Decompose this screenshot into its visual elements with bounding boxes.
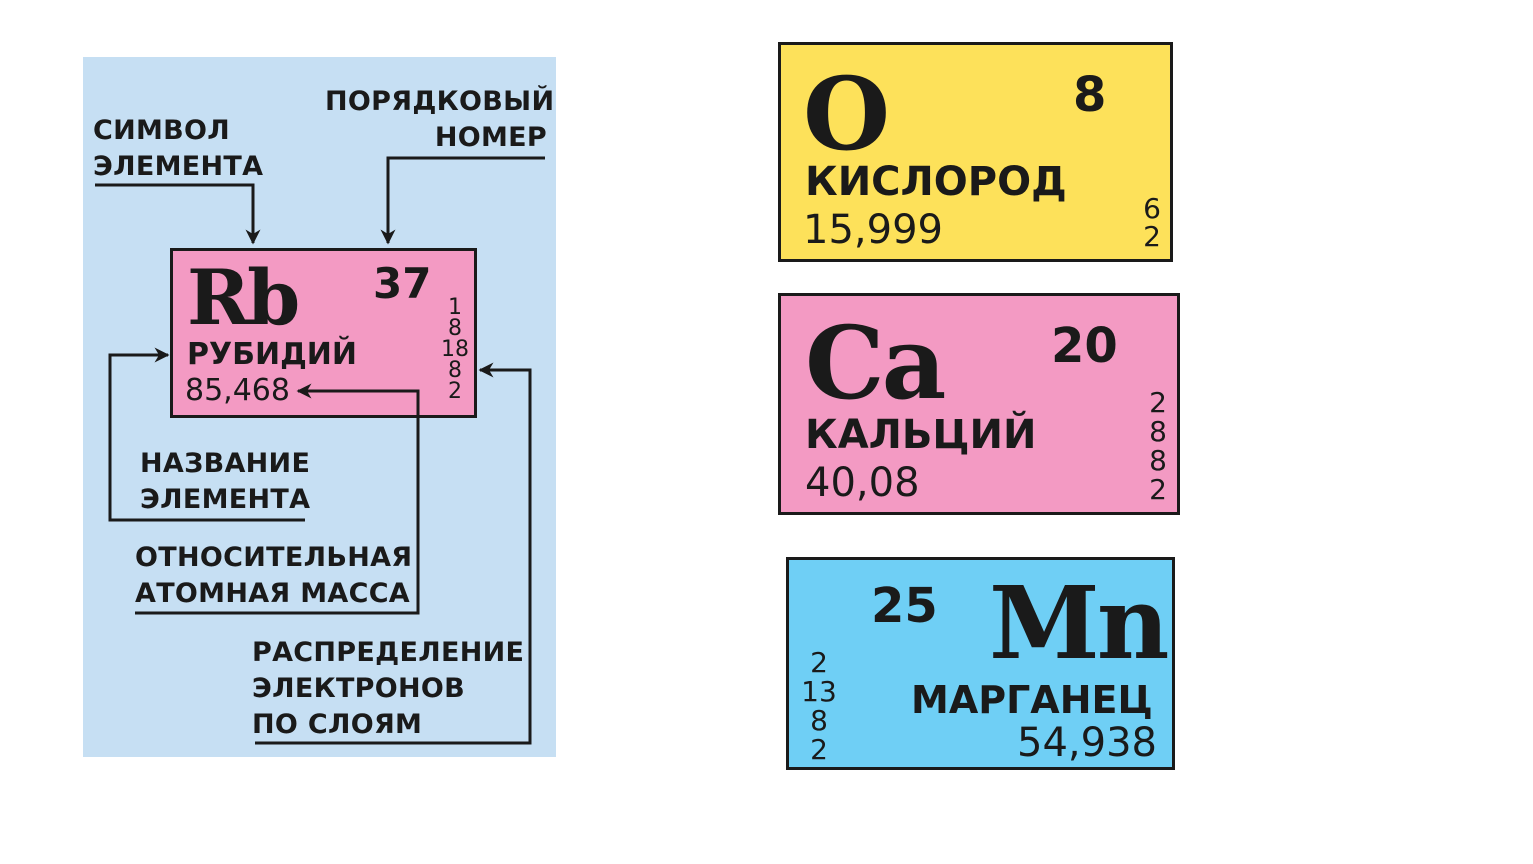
shells-label: РАСПРЕДЕЛЕНИЕ ЭЛЕКТРОНОВ ПО СЛОЯМ xyxy=(252,637,525,740)
symbol-label: СИМВОЛ ЭЛЕМЕНТА xyxy=(93,115,264,182)
atomic-mass: 15,999 xyxy=(803,207,943,253)
mass-label: ОТНОСИТЕЛЬНАЯ АТОМНАЯ МАССА xyxy=(135,542,413,609)
name-arrow xyxy=(108,347,305,522)
element-name: КАЛЬЦИЙ xyxy=(805,412,1037,458)
shell: 18 xyxy=(441,337,469,362)
shell: 2 xyxy=(1143,220,1161,253)
shell: 1 xyxy=(448,295,462,320)
shell: 8 xyxy=(1149,415,1167,448)
shell: 2 xyxy=(1149,473,1167,506)
electron-shells: 1 8 18 8 2 xyxy=(435,295,475,404)
atomic-number: 8 xyxy=(1073,67,1107,123)
shell: 6 xyxy=(1143,192,1161,225)
number-arrow xyxy=(380,156,545,245)
shell: 8 xyxy=(448,316,462,341)
shell: 8 xyxy=(1149,444,1167,477)
element-card-manganese: 25 Mn МАРГАНЕЦ 54,938 2 13 8 2 xyxy=(786,557,1175,770)
shell: 8 xyxy=(448,358,462,383)
name-label: НАЗВАНИЕ ЭЛЕМЕНТА xyxy=(140,448,311,515)
number-label: ПОРЯДКОВЫЙ НОМЕР xyxy=(325,86,555,153)
shell: 2 xyxy=(1149,386,1167,419)
shell: 2 xyxy=(810,733,828,766)
electron-shells: 2 13 8 2 xyxy=(799,648,839,764)
element-symbol: Rb xyxy=(187,253,300,342)
element-name: КИСЛОРОД xyxy=(805,159,1067,205)
shell: 2 xyxy=(448,379,462,404)
atomic-mass: 40,08 xyxy=(805,460,920,506)
shell: 13 xyxy=(801,675,837,708)
shells-arrow xyxy=(255,362,532,745)
atomic-mass: 85,468 xyxy=(185,373,290,408)
shell: 2 xyxy=(810,646,828,679)
mass-arrow xyxy=(135,383,420,615)
atomic-number: 37 xyxy=(373,259,432,308)
element-card-calcium: Ca 20 КАЛЬЦИЙ 40,08 2 8 8 2 xyxy=(778,293,1180,515)
atomic-number: 25 xyxy=(871,578,938,634)
symbol-arrow xyxy=(95,183,261,245)
shell: 8 xyxy=(810,704,828,737)
element-symbol: O xyxy=(803,55,890,173)
atomic-mass: 54,938 xyxy=(1017,720,1157,766)
element-symbol: Mn xyxy=(989,564,1169,682)
atomic-number: 20 xyxy=(1051,318,1118,374)
electron-shells: 6 2 xyxy=(1137,195,1167,251)
electron-shells: 2 8 8 2 xyxy=(1143,388,1173,504)
element-name: МАРГАНЕЦ xyxy=(911,678,1153,722)
element-symbol: Ca xyxy=(805,304,946,422)
element-card-oxygen: O 8 КИСЛОРОД 15,999 6 2 xyxy=(778,42,1173,262)
element-name: РУБИДИЙ xyxy=(187,337,358,372)
